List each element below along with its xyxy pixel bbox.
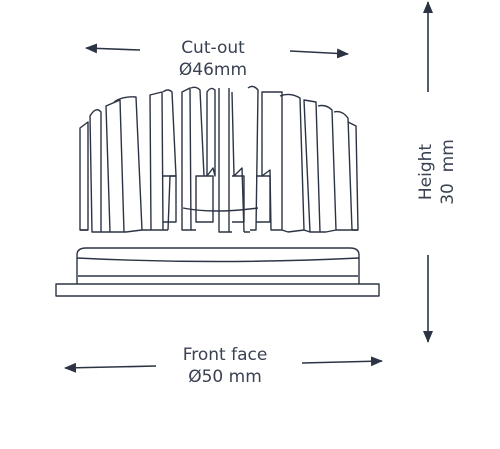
front-face-value: Ø50 mm bbox=[188, 367, 262, 387]
cutout-label: Cut-out bbox=[181, 38, 245, 58]
fin bbox=[261, 91, 283, 231]
core bbox=[232, 175, 245, 223]
core bbox=[195, 175, 214, 223]
front-face-arrow-left bbox=[64, 362, 157, 373]
fin bbox=[317, 104, 337, 233]
cutout-value: Ø46mm bbox=[178, 60, 248, 80]
fin bbox=[303, 99, 321, 233]
fin bbox=[247, 85, 259, 231]
fin bbox=[149, 91, 164, 231]
core bbox=[256, 175, 271, 223]
fin bbox=[231, 91, 245, 233]
fin bbox=[113, 96, 143, 233]
front-face-dimension-label: Front face Ø50 mm bbox=[150, 344, 300, 388]
fin bbox=[162, 89, 177, 231]
front-face-label: Front face bbox=[182, 345, 268, 365]
fin bbox=[79, 121, 89, 231]
front-face-plate bbox=[55, 283, 380, 297]
fin bbox=[190, 86, 205, 177]
fin bbox=[279, 93, 305, 233]
cutout-arrow-left bbox=[85, 43, 141, 54]
front-face-arrow-right bbox=[301, 356, 383, 367]
fin bbox=[218, 88, 230, 233]
fin bbox=[105, 99, 125, 233]
heatsink-drawing bbox=[55, 85, 380, 297]
cutout-dimension-label: Cut-out Ø46mm bbox=[150, 37, 276, 81]
cutout-arrow-right bbox=[289, 48, 349, 59]
core bbox=[163, 175, 177, 223]
fin bbox=[89, 109, 102, 233]
fin bbox=[206, 87, 216, 177]
fin bbox=[333, 110, 353, 231]
height-value: 30 mm bbox=[438, 139, 458, 205]
height-label: Height bbox=[416, 143, 436, 201]
base-collar bbox=[76, 247, 360, 284]
